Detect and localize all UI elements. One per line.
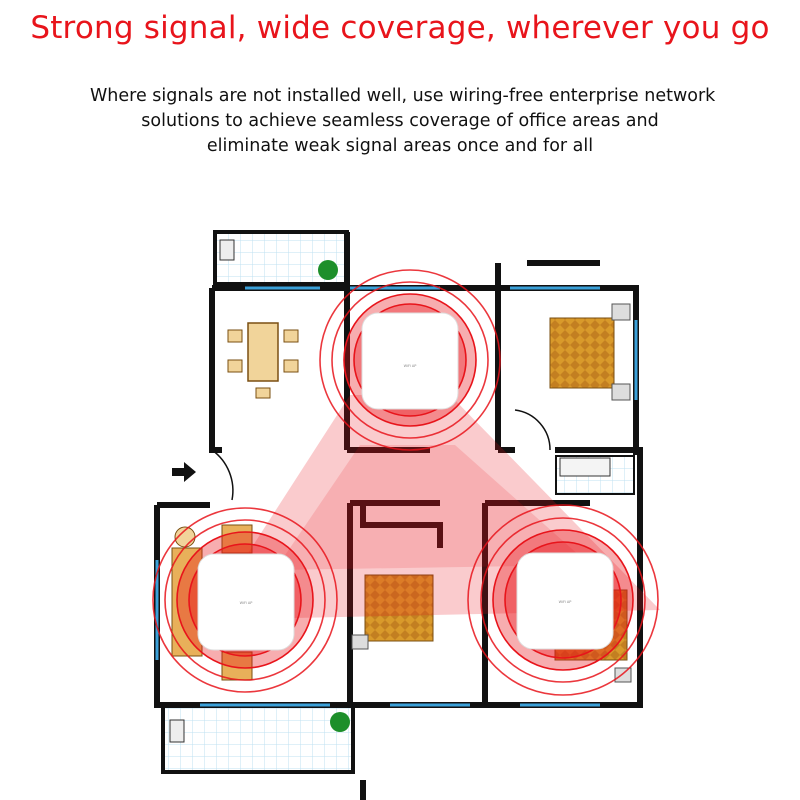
balcony-bottom: [161, 704, 355, 774]
sink-icon-top: [219, 239, 235, 261]
ap-label-right: WiFi AP: [559, 600, 572, 604]
bed-icon-middle: [351, 574, 434, 650]
entry-arrow-icon: [172, 462, 196, 482]
headline: Strong signal, wide coverage, wherever y…: [30, 10, 770, 46]
access-point-right: WiFi AP: [467, 504, 659, 696]
dining-table-icon: [227, 322, 299, 399]
plant-icon-top: [318, 260, 338, 280]
description-line-2: solutions to achieve seamless coverage o…: [141, 111, 659, 131]
plant-icon-bottom: [330, 712, 350, 732]
description-line-3: eliminate weak signal areas once and for…: [206, 136, 594, 156]
access-point-left: WiFi AP: [152, 507, 338, 693]
ap-label-top: WiFi AP: [404, 364, 417, 368]
bathtub-icon: [559, 457, 611, 477]
sink-icon-bottom: [169, 719, 185, 743]
access-point-top: WiFi AP: [319, 269, 501, 451]
description-line-1: Where signals are not installed well, us…: [90, 86, 716, 106]
description: Where signals are not installed well, us…: [90, 84, 716, 159]
ap-label-left: WiFi AP: [240, 601, 253, 605]
windows: [155, 286, 638, 707]
bed-icon-top-right: [549, 303, 631, 401]
